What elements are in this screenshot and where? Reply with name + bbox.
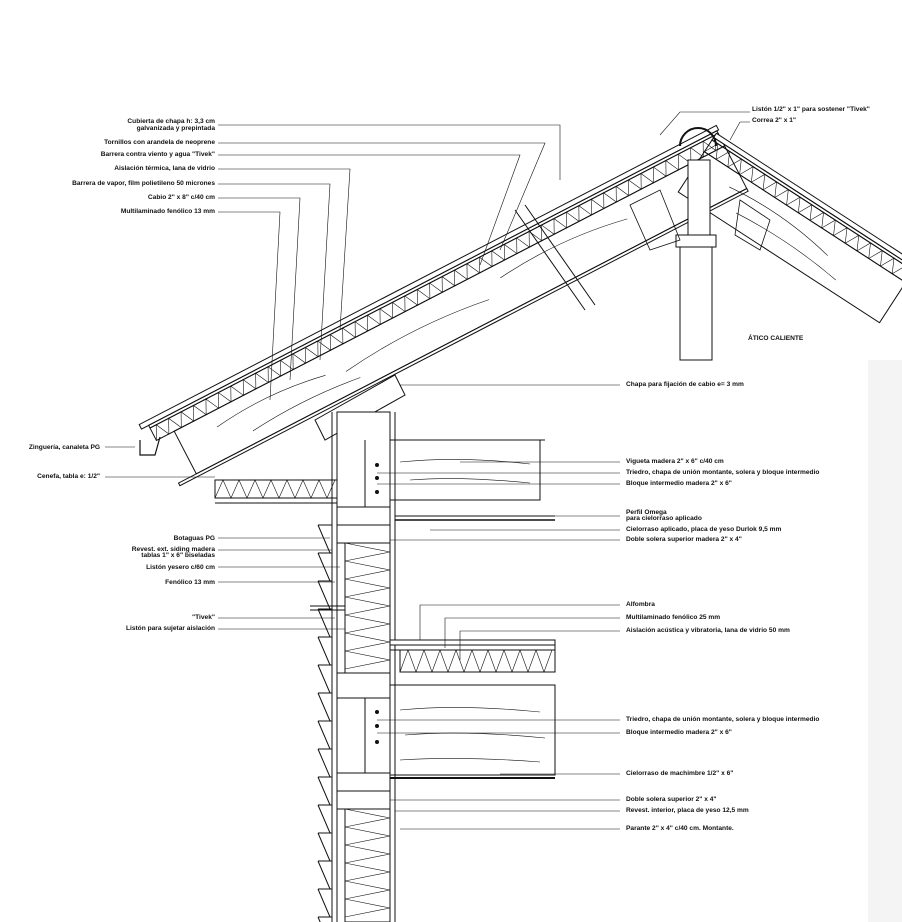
ridge-post	[679, 234, 713, 361]
label-doble-solera-2: Doble solera superior 2" x 4"	[626, 796, 717, 803]
label-alfombra: Alfombra	[626, 601, 655, 608]
label-cubierta-2: galvanizada y prepintada	[136, 125, 215, 132]
floor-joist	[389, 684, 556, 776]
label-triedro-1: Triedro, chapa de unión montante, solera…	[626, 469, 820, 476]
label-siding-2: tablas 1" x 6" biseladas	[141, 552, 215, 559]
ridge-board	[687, 159, 711, 236]
label-barrera-vapor: Barrera de vapor, film polietileno 50 mi…	[72, 180, 215, 187]
wall-top-block	[336, 411, 391, 508]
label-perfil-omega: Perfil Omega	[626, 509, 667, 516]
label-liston-sujetar: Listón para sujetar aislación	[125, 625, 215, 632]
label-perfil-omega-2: para cielorraso aplicado	[626, 515, 702, 522]
label-cielorraso-machimbre: Cielorraso de machimbre 1/2" x 6"	[626, 770, 734, 777]
leader-line	[218, 142, 546, 251]
label-zingueria: Zinguería, canaleta PG	[28, 444, 100, 451]
label-siding: Revest. ext. siding madera	[131, 546, 215, 553]
label-aislacion-acustica: Aislación acústica y vibratoria, lana de…	[626, 627, 790, 634]
label-liston-tivek: Listón 1/2" x 1" para sostener "Tivek"	[752, 106, 870, 113]
label-tornillos: Tornillos con arandela de neoprene	[104, 139, 215, 146]
attic-zone-label: ÁTICO CALIENTE	[748, 335, 804, 342]
leader-line	[218, 183, 331, 361]
background-strip	[868, 360, 902, 922]
ceiling-joist	[389, 439, 541, 501]
leader-line	[729, 121, 750, 141]
label-bloque-1: Bloque intermedio madera 2" x 6"	[626, 480, 732, 487]
label-barrera-viento: Barrera contra viento y agua "Tivek"	[100, 151, 215, 158]
leader-line	[419, 604, 620, 640]
label-liston-yesero: Listón yesero c/60 cm	[146, 564, 215, 571]
label-triedro-2: Triedro, chapa de unión montante, solera…	[626, 716, 820, 723]
label-bloque-2: Bloque intermedio madera 2" x 6"	[626, 729, 732, 736]
leader-line	[459, 630, 620, 660]
label-parante: Parante 2" x 4" c/40 cm. Montante.	[626, 825, 734, 832]
ridge-cap	[679, 127, 717, 147]
leader-line	[218, 197, 301, 381]
label-tivek: "Tivek"	[192, 614, 215, 621]
label-chapa-fijacion: Chapa para fijación de cabio e= 3 mm	[626, 381, 744, 388]
leader-line	[659, 111, 750, 136]
label-vigueta: Vigueta madera 2" x 6" c/40 cm	[626, 458, 724, 465]
leader-line	[444, 617, 620, 648]
label-cubierta: Cubierta de chapa h: 3,3 cm	[127, 118, 215, 125]
label-multilaminado-25: Multilaminado fenólico 25 mm	[626, 614, 721, 621]
label-cenefa: Cenefa, tabla e: 1/2"	[37, 473, 100, 480]
label-botaguas: Botaguas PG	[173, 535, 215, 542]
label-cielorraso-aplicado: Cielorraso aplicado, placa de yeso Durlo…	[626, 526, 782, 533]
leader-line	[218, 168, 351, 331]
label-doble-solera-1: Doble solera superior madera 2" x 4"	[626, 536, 742, 543]
label-fenolico-13: Fenólico 13 mm	[165, 579, 215, 586]
label-correa: Correa 2" x 1"	[752, 117, 797, 124]
leader-line	[218, 211, 281, 401]
roof-left-slope	[138, 124, 749, 487]
leader-line	[218, 124, 561, 180]
leader-line	[218, 154, 521, 266]
label-revest-interior: Revest. interior, placa de yeso 12,5 mm	[626, 807, 749, 814]
label-aislacion-termica: Aislación térmica, lana de vidrio	[114, 165, 215, 172]
label-multilaminado-13: Multilaminado fenólico 13 mm	[120, 208, 215, 215]
label-cabio: Cabio 2" x 8" c/40 cm	[147, 194, 215, 201]
